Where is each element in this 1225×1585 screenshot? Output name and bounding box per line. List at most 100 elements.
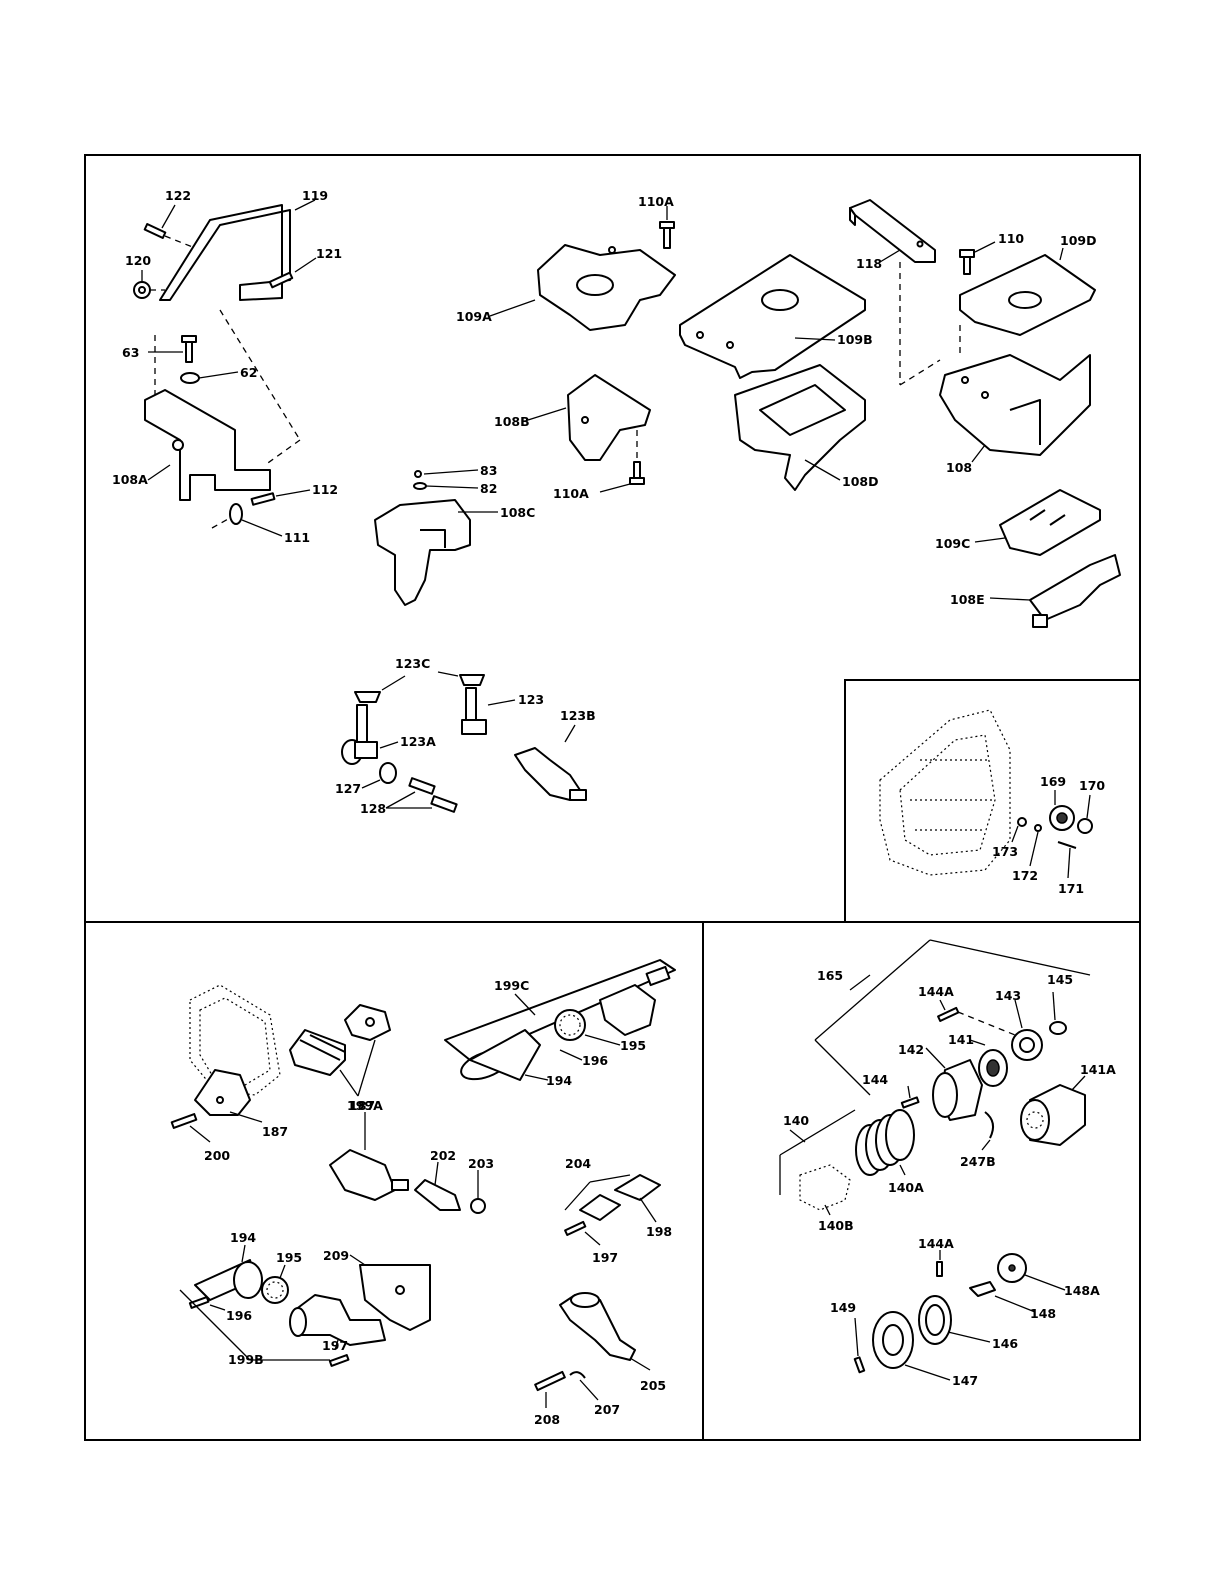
part-146-ratchet bbox=[918, 1295, 991, 1345]
callout-110: 110 bbox=[998, 231, 1024, 246]
callout-143: 143 bbox=[995, 988, 1021, 1003]
part-63-bolt bbox=[148, 335, 197, 363]
part-118-bracket bbox=[849, 199, 936, 385]
callout-82: 82 bbox=[480, 481, 497, 496]
callout-171: 171 bbox=[1058, 881, 1084, 896]
part-123C-caps bbox=[354, 671, 485, 703]
part-120-nut bbox=[133, 270, 165, 299]
part-108-bracket bbox=[899, 354, 1091, 463]
callout-141: 141 bbox=[948, 1032, 974, 1047]
part-140-housing bbox=[779, 1109, 856, 1195]
part-119-bracket bbox=[159, 199, 316, 301]
part-207-washer bbox=[569, 1371, 599, 1401]
callout-197-bottom: 197 bbox=[322, 1338, 348, 1353]
callout-108B: 108B bbox=[494, 414, 530, 429]
callout-194-bottom: 194 bbox=[230, 1230, 256, 1245]
part-187-heatshield-top bbox=[289, 1004, 391, 1097]
part-128-hose-clamps bbox=[385, 777, 458, 813]
panel-recoil-starter-parts: 169 170 173 172 171 bbox=[879, 709, 1105, 896]
callout-148A: 148A bbox=[1064, 1283, 1100, 1298]
part-140B-plate bbox=[799, 1164, 851, 1216]
callout-83: 83 bbox=[480, 463, 497, 478]
callout-109D: 109D bbox=[1060, 233, 1096, 248]
callout-123B: 123B bbox=[560, 708, 596, 723]
callout-196-top: 196 bbox=[582, 1053, 608, 1068]
callout-247B: 247B bbox=[960, 1154, 996, 1169]
callout-209: 209 bbox=[323, 1248, 349, 1263]
callout-145: 145 bbox=[1047, 972, 1073, 987]
part-108C-bracket bbox=[374, 499, 498, 606]
part-148-pawl bbox=[969, 1281, 1036, 1313]
callout-110A-top: 110A bbox=[638, 194, 674, 209]
callout-165: 165 bbox=[817, 968, 843, 983]
callout-109B: 109B bbox=[837, 332, 873, 347]
part-110A-top-bolt bbox=[659, 206, 675, 249]
part-109C-plate bbox=[974, 489, 1101, 556]
callout-62: 62 bbox=[240, 365, 257, 380]
callout-123A: 123A bbox=[400, 734, 436, 749]
callout-195-bottom: 195 bbox=[276, 1250, 302, 1265]
callout-205: 205 bbox=[640, 1378, 666, 1393]
part-108B-bracket bbox=[527, 374, 651, 461]
callout-172: 172 bbox=[1012, 868, 1038, 883]
callout-118: 118 bbox=[856, 256, 882, 271]
part-127-clamp bbox=[361, 762, 397, 789]
part-muffler-cylinder bbox=[599, 965, 671, 1036]
callout-128: 128 bbox=[360, 801, 386, 816]
callout-140: 140 bbox=[783, 1113, 809, 1128]
part-121-bolt bbox=[268, 257, 317, 289]
part-209-bracket bbox=[349, 1254, 431, 1331]
part-194-top-pipe bbox=[460, 1029, 549, 1081]
part-141A-drum bbox=[1020, 1075, 1086, 1146]
part-165-assembly-leader bbox=[814, 939, 1091, 1096]
callout-195-top: 195 bbox=[620, 1038, 646, 1053]
callout-169: 169 bbox=[1040, 774, 1066, 789]
callout-142: 142 bbox=[898, 1042, 924, 1057]
part-108D-bracket bbox=[734, 364, 866, 491]
part-144-screw bbox=[900, 1085, 920, 1109]
callout-108D: 108D bbox=[842, 474, 878, 489]
callout-108C: 108C bbox=[500, 505, 535, 520]
part-247B-clip bbox=[981, 1111, 995, 1151]
callout-127: 127 bbox=[335, 781, 361, 796]
part-196-bottom-screw bbox=[188, 1296, 226, 1311]
callout-108: 108 bbox=[946, 460, 972, 475]
part-109B-plate bbox=[679, 254, 866, 379]
callout-149: 149 bbox=[830, 1300, 856, 1315]
part-123-fitting bbox=[461, 687, 516, 735]
callout-144: 144 bbox=[862, 1072, 888, 1087]
part-196-top-screw bbox=[559, 1049, 583, 1061]
callout-109A: 109A bbox=[456, 309, 492, 324]
callout-146: 146 bbox=[992, 1336, 1018, 1351]
callout-111: 111 bbox=[284, 530, 310, 545]
part-111-nut bbox=[211, 503, 283, 537]
callout-200: 200 bbox=[204, 1148, 230, 1163]
callout-194-top: 194 bbox=[546, 1073, 572, 1088]
part-171-pin bbox=[1057, 841, 1077, 879]
part-172-spring bbox=[1029, 824, 1042, 867]
part-exhaust-elbow bbox=[289, 1294, 386, 1346]
callout-122: 122 bbox=[165, 188, 191, 203]
callout-120: 120 bbox=[125, 253, 151, 268]
part-202-pipe bbox=[414, 1161, 461, 1211]
panel-starter-pulley-assembly: 165 144A 143 145 141 142 bbox=[779, 939, 1116, 1388]
callout-199B: 199B bbox=[228, 1352, 264, 1367]
part-starter-housing bbox=[879, 709, 1011, 876]
part-144A-top-screw bbox=[937, 999, 1016, 1036]
callout-207: 207 bbox=[594, 1402, 620, 1417]
part-144A-bottom-screw bbox=[936, 1250, 943, 1277]
callout-147: 147 bbox=[952, 1373, 978, 1388]
callout-119: 119 bbox=[302, 188, 328, 203]
callout-123: 123 bbox=[518, 692, 544, 707]
part-197-bottom-screw bbox=[328, 1339, 350, 1367]
callout-140A: 140A bbox=[888, 1180, 924, 1195]
part-149-screw bbox=[853, 1317, 866, 1374]
part-145-washer bbox=[1049, 991, 1067, 1035]
callout-123C: 123C bbox=[395, 656, 430, 671]
part-122-bolt bbox=[143, 204, 196, 249]
part-173-washer bbox=[1011, 817, 1027, 843]
part-82-washer bbox=[413, 482, 479, 490]
callout-144A-bottom: 144A bbox=[918, 1236, 954, 1251]
part-200-bolt bbox=[170, 1113, 211, 1143]
callout-199A: 199A bbox=[347, 1098, 383, 1113]
